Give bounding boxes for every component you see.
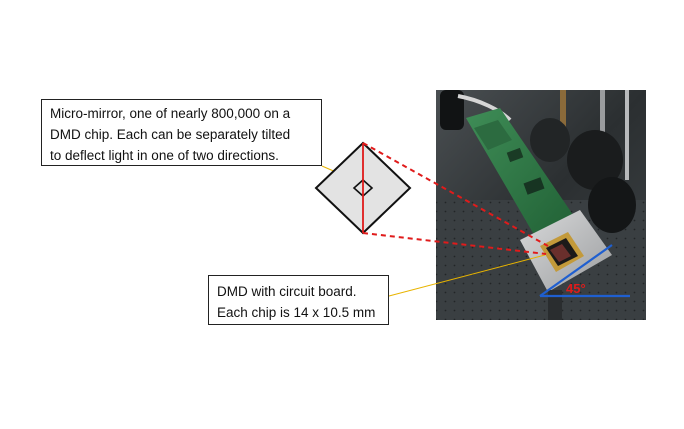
dmd-photo (436, 90, 646, 320)
callout-text-line: DMD with circuit board. (217, 284, 357, 299)
leader-line-board (388, 254, 546, 297)
callout-text-line: Micro-mirror, one of nearly 800,000 on a (50, 106, 291, 121)
callout-text-line: Each chip is 14 x 10.5 mm (217, 305, 376, 320)
zoom-line-bottom (362, 232, 547, 255)
callout-text-line: to deflect light in one of two direction… (50, 148, 279, 163)
angle-label: 45° (566, 281, 586, 296)
angle-line-inclined (539, 244, 613, 297)
dmd-board-callout: DMD with circuit board. Each chip is 14 … (208, 275, 389, 325)
callout-text-line: DMD chip. Each can be separately tilted (50, 127, 291, 142)
micro-mirror-callout: Micro-mirror, one of nearly 800,000 on a… (41, 99, 322, 166)
